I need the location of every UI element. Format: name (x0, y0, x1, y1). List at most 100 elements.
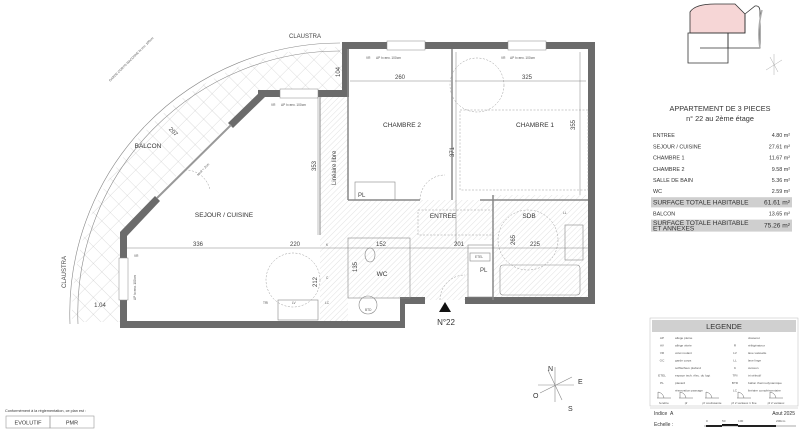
legend-text: soffite/faux plafond (675, 366, 701, 370)
key-plan-compass (765, 54, 783, 75)
legend-opening-label: pf 2 vantaux 1 fixe (731, 401, 756, 405)
scale-tick: 200cm (776, 419, 786, 423)
legend-code: BTD (732, 381, 739, 385)
scale-bar: 0 50 100 200cm (704, 419, 796, 427)
label-lineaire-libre: Linéaire libre (332, 150, 338, 185)
opening-symbol-icon (679, 391, 693, 399)
unit-number: N°22 (437, 318, 455, 327)
legend-opening-label: pf (685, 401, 688, 405)
dimension: 371 (450, 146, 456, 157)
room-label-entree: ENTREE (430, 213, 457, 220)
dimension: 355 (571, 119, 577, 130)
threshold-label: seuil < 2cm (196, 162, 211, 177)
summary-total-highlight (651, 197, 792, 208)
room-label-balcon: BALCON (135, 143, 162, 150)
legend-code: AP (660, 336, 664, 340)
dimension: 336 (193, 242, 204, 248)
surface-summary: APPARTEMENT DE 3 PIECES n° 22 au 2ème ét… (651, 104, 792, 232)
summary-subtitle: n° 22 au 2ème étage (686, 114, 754, 123)
summary-row-label: SURFACE TOTALE HABITABLE (653, 199, 749, 206)
compass-south: S (568, 406, 573, 413)
room-label-sdb: SDB (522, 213, 535, 220)
indice-label: Indice (654, 411, 668, 417)
legend-text: espace tech. élec. du logt (675, 374, 710, 378)
dimension: 207 (167, 127, 179, 139)
summary-row-value: 9.58 m² (772, 167, 790, 173)
legend-code: ETEL (658, 374, 666, 378)
dimension: 265 (511, 234, 517, 245)
opening-symbol-icon (769, 391, 783, 399)
legend-text: lave linge (748, 359, 761, 363)
compass-north: N (548, 366, 553, 373)
room-label-sejour: SEJOUR / CUISINE (195, 212, 254, 219)
dimension: 104 (336, 66, 342, 77)
dimension: 225 (530, 242, 541, 248)
legend-code: GC (660, 359, 665, 363)
legend-text: linéaire complémentaire (748, 389, 781, 393)
fixture-btd: BTD (365, 308, 372, 312)
label-placard: PL (358, 193, 366, 199)
dimension: 212 (313, 276, 319, 287)
fixture-ll: LL (563, 211, 567, 215)
legend-code: TRI (733, 374, 738, 378)
legend-text: dosseret (748, 336, 760, 340)
scale-label: Echelle : (654, 422, 673, 428)
summary-title: APPARTEMENT DE 3 PIECES (670, 104, 771, 113)
fixture-k: K (326, 243, 329, 247)
window-label: AP h=env. 100cm (376, 56, 401, 60)
legend-text: tri sélectif (748, 374, 761, 378)
summary-row-label: WC (653, 189, 662, 195)
legend-code: C (734, 366, 737, 370)
dimension: 260 (395, 75, 406, 81)
window-label: AP h=env. 100cm (510, 56, 535, 60)
entrance-arrow-icon (439, 302, 451, 312)
compass-rose-icon: N E S O (533, 366, 583, 413)
fixture-lc: LC (325, 301, 330, 305)
opening-symbol-icon (657, 391, 671, 399)
label-placard: PL (480, 268, 488, 274)
scale-tick: 100 (738, 419, 743, 423)
option-evolutif: EVOLUTIF (15, 421, 43, 427)
summary-row-label: BALCON (653, 212, 675, 218)
legend-code: AV (660, 344, 665, 348)
indice-value: A (670, 411, 674, 417)
legend-opening-label: pf 2 vantaux (768, 401, 785, 405)
summary-row-value: 4.80 m² (772, 133, 790, 139)
summary-row-value: 5.36 m² (772, 178, 790, 184)
option-pmr: PMR (66, 421, 78, 427)
interior-partitions (184, 49, 589, 321)
summary-row-label: CHAMBRE 1 (653, 156, 684, 162)
hatched-areas (320, 92, 588, 322)
opening-symbol-icon (705, 391, 719, 399)
legend-code: PL (660, 381, 664, 385)
legend-code: LC (733, 389, 738, 393)
legend-opening-label: pf coulissante (703, 401, 722, 405)
summary-row-value: 2.59 m² (772, 189, 790, 195)
dimension: 353 (312, 160, 318, 171)
compliance-text: Conformément à la réglementation, ce pla… (5, 409, 86, 413)
scale-tick: 50 (722, 419, 726, 423)
compass-west: O (533, 393, 539, 400)
opening-symbol-icon (737, 391, 751, 399)
legend-text: lave vaisselle (748, 351, 767, 355)
legend-text: réfrigérateur (748, 344, 765, 348)
legend-code: LV (733, 351, 737, 355)
fixture-tri: TRI (263, 301, 268, 305)
legend-title: LEGENDE (706, 322, 742, 331)
legend-text: réservation passage (675, 389, 703, 393)
legend-code: VR (660, 351, 665, 355)
summary-row-value: 61.61 m² (764, 199, 791, 206)
room-label-chambre1: CHAMBRE 1 (516, 122, 554, 129)
vr-label: VR (501, 56, 506, 60)
key-plan (687, 3, 763, 64)
dimension-lines (127, 52, 588, 249)
legend-text: allège vitrée (675, 344, 692, 348)
fixture-lv: LV (292, 301, 297, 305)
claustra-label: CLAUSTRA (62, 256, 68, 288)
garde-corps-label: GARDE CORPS MACONNE ht env. 100cm (108, 36, 154, 82)
legend-code: R (734, 344, 737, 348)
summary-row-value: 11.67 m² (769, 156, 790, 162)
